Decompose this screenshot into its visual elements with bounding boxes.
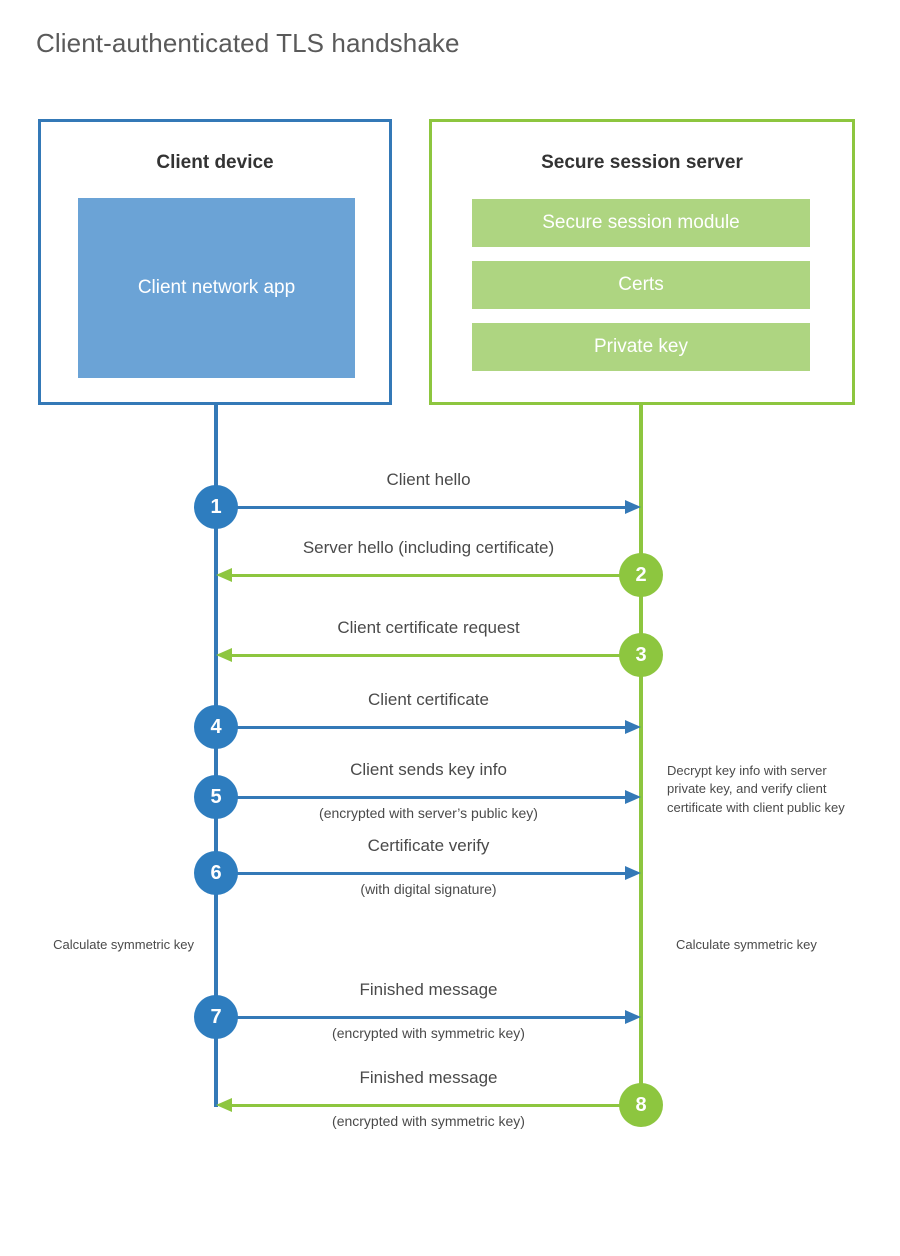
message-arrowhead-2 <box>216 568 232 582</box>
step-badge-1: 1 <box>194 485 238 529</box>
message-sublabel-7: (encrypted with symmetric key) <box>332 1025 525 1041</box>
message-label-4: Client certificate <box>368 690 489 709</box>
client-lifeline <box>214 405 218 1107</box>
server-block-private-key: Private key <box>472 323 810 371</box>
server-block-secure-session-module: Secure session module <box>472 199 810 247</box>
message-label-5: Client sends key info <box>350 760 507 779</box>
message-label-8: Finished message <box>359 1068 498 1087</box>
message-arrow-shaft-4 <box>216 726 625 729</box>
page-title: Client-authenticated TLS handshake <box>36 28 460 58</box>
message-arrow-shaft-5 <box>216 796 625 799</box>
message-arrowhead-6 <box>625 866 641 880</box>
message-arrowhead-5 <box>625 790 641 804</box>
secure-session-server-box: Secure session server Secure session mod… <box>429 119 855 405</box>
message-arrowhead-7 <box>625 1010 641 1024</box>
step-badge-7: 7 <box>194 995 238 1039</box>
message-arrow-shaft-7 <box>216 1016 625 1019</box>
message-arrow-shaft-2 <box>231 574 640 577</box>
server-calculate-symmetric-key-note: Calculate symmetric key <box>676 937 817 952</box>
client-device-box: Client device Client network app <box>38 119 392 405</box>
message-label-3: Client certificate request <box>337 618 520 637</box>
server-block-certs: Certs <box>472 261 810 309</box>
step-badge-4: 4 <box>194 705 238 749</box>
message-arrowhead-1 <box>625 500 641 514</box>
client-calculate-symmetric-key-note: Calculate symmetric key <box>53 937 194 952</box>
message-sublabel-5: (encrypted with server’s public key) <box>319 805 538 821</box>
message-arrow-shaft-8 <box>231 1104 640 1107</box>
server-decrypt-note: Decrypt key info with server private key… <box>667 763 845 815</box>
message-label-1: Client hello <box>386 470 471 489</box>
message-arrow-shaft-6 <box>216 872 625 875</box>
step-badge-3: 3 <box>619 633 663 677</box>
message-label-2: Server hello (including certificate) <box>302 538 555 557</box>
message-arrow-shaft-1 <box>216 506 625 509</box>
client-network-app-block: Client network app <box>78 198 355 378</box>
message-label-6: Certificate verify <box>367 836 490 855</box>
step-badge-5: 5 <box>194 775 238 819</box>
message-sublabel-6: (with digital signature) <box>360 881 497 897</box>
message-sublabel-8: (encrypted with symmetric key) <box>332 1113 525 1129</box>
step-badge-6: 6 <box>194 851 238 895</box>
message-arrowhead-3 <box>216 648 232 662</box>
server-lifeline <box>639 405 643 1105</box>
client-device-title: Client device <box>156 152 274 173</box>
step-badge-8: 8 <box>619 1083 663 1127</box>
step-badge-2: 2 <box>619 553 663 597</box>
message-arrow-shaft-3 <box>231 654 640 657</box>
secure-session-server-title: Secure session server <box>541 152 743 173</box>
message-arrowhead-8 <box>216 1098 232 1112</box>
message-label-7: Finished message <box>359 980 498 999</box>
message-arrowhead-4 <box>625 720 641 734</box>
